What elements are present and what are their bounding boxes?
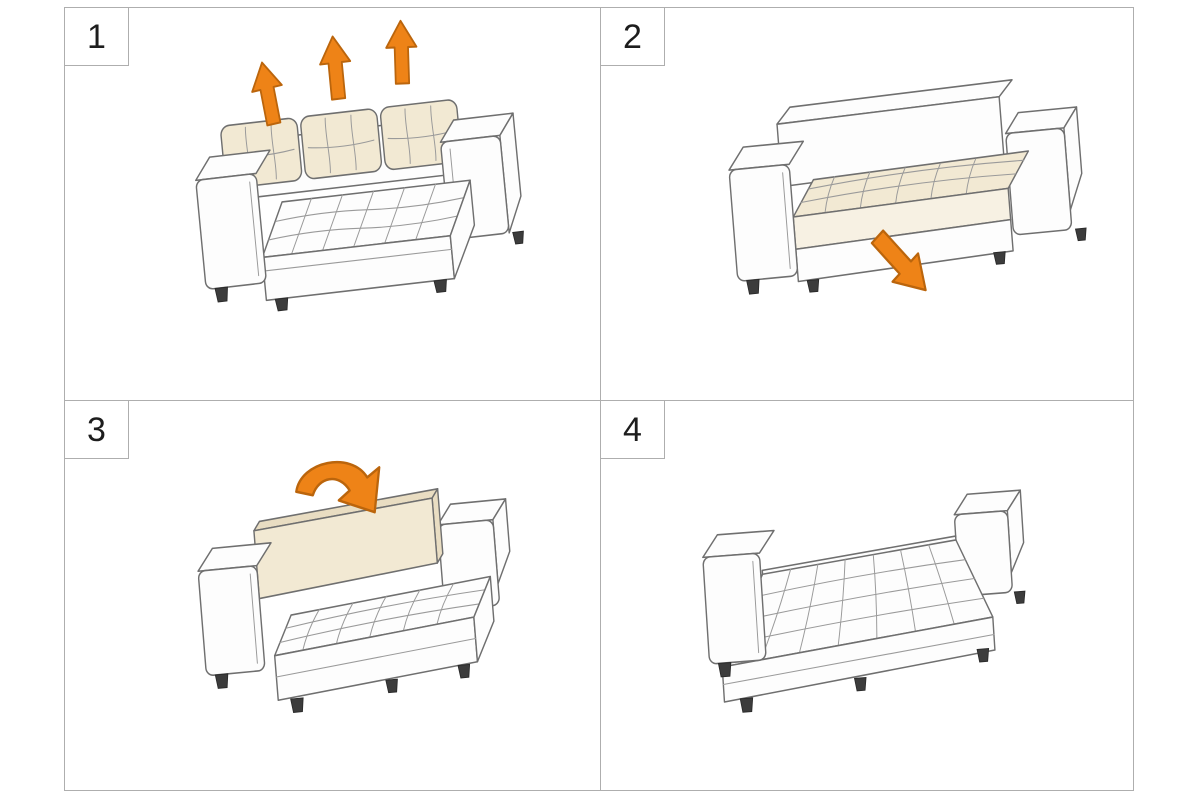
step-number-box: 3 bbox=[65, 401, 129, 459]
sofa-leg bbox=[746, 278, 760, 295]
step-panel-3: 3 bbox=[65, 401, 600, 790]
sofa-leg bbox=[290, 697, 304, 713]
sofa-base bbox=[261, 179, 476, 302]
sofa-illustration-step-2 bbox=[728, 79, 1087, 295]
sofa-leg bbox=[993, 251, 1006, 265]
sofa-leg bbox=[385, 678, 398, 694]
seat-mattress bbox=[792, 150, 1030, 251]
step-number-box: 1 bbox=[65, 8, 129, 66]
fold-arrow-icon bbox=[295, 460, 381, 514]
lift-arrow-icon bbox=[385, 19, 418, 85]
sofa-leg bbox=[853, 676, 867, 692]
armrest-left bbox=[728, 140, 805, 282]
step-number-box: 4 bbox=[601, 401, 665, 459]
lift-arrow-icon bbox=[319, 35, 352, 101]
step-number: 1 bbox=[87, 17, 106, 56]
pull-arrow-icon bbox=[870, 229, 927, 292]
step-panel-2: 2 bbox=[601, 8, 1133, 400]
step-number: 4 bbox=[623, 410, 642, 449]
sofa-leg bbox=[274, 297, 289, 312]
step-panel-4: 4 bbox=[601, 401, 1133, 790]
sofa-illustration-step-3 bbox=[197, 460, 511, 713]
pullout-base bbox=[721, 616, 996, 703]
sofa-leg bbox=[214, 286, 228, 303]
sofa-leg bbox=[976, 648, 990, 663]
back-cushion bbox=[300, 108, 383, 180]
step-number: 3 bbox=[87, 410, 106, 449]
lift-arrow-icon bbox=[251, 61, 283, 127]
vertical-divider bbox=[600, 8, 601, 790]
step-panel-1: 1 bbox=[65, 8, 600, 400]
folding-backrest bbox=[253, 488, 444, 600]
sofa-leg bbox=[214, 673, 229, 689]
horizontal-divider bbox=[65, 400, 1133, 401]
sofa-leg bbox=[739, 697, 754, 713]
armrest-left bbox=[702, 529, 775, 665]
sofa-leg bbox=[1074, 227, 1087, 242]
armrest-left bbox=[195, 149, 271, 290]
armrest-left bbox=[197, 542, 272, 676]
diagram-frame: 1 bbox=[64, 7, 1134, 791]
sofa-leg bbox=[1013, 590, 1026, 605]
sofa-leg bbox=[457, 663, 471, 679]
step-number: 2 bbox=[623, 17, 642, 56]
sofa-leg bbox=[512, 230, 524, 245]
sofa-leg bbox=[806, 278, 820, 293]
sofa-leg bbox=[433, 278, 447, 293]
sofa-illustration-step-4 bbox=[702, 489, 1026, 713]
pullout-base bbox=[273, 575, 495, 702]
armrest-right bbox=[953, 489, 1025, 597]
sofa-illustration-step-1 bbox=[195, 19, 524, 312]
step-number-box: 2 bbox=[601, 8, 665, 66]
sofa-leg bbox=[717, 661, 732, 678]
